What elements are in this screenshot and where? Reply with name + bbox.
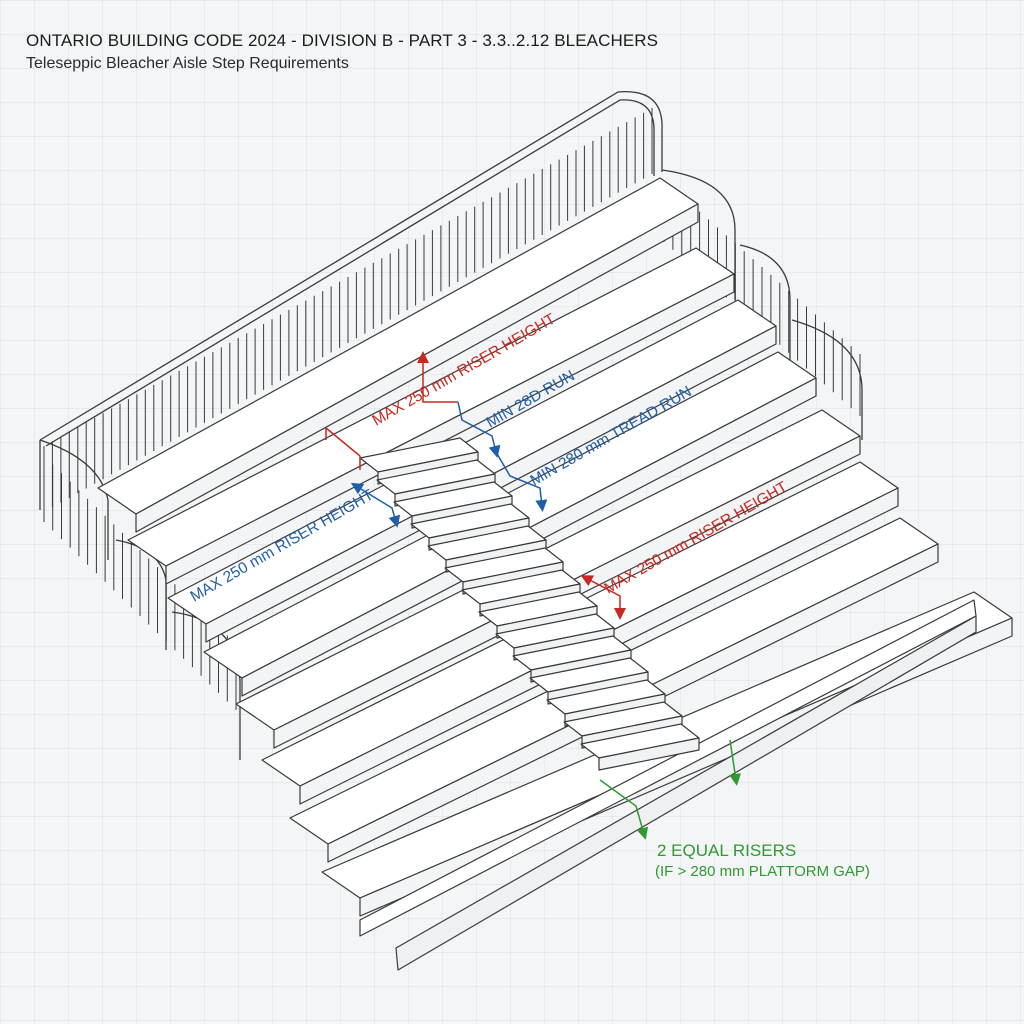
back-rail-top-inner: [45, 99, 655, 447]
riser-arrow-top: [417, 351, 458, 403]
riser-dim-top: [325, 427, 361, 470]
riser-dim-right: [580, 575, 626, 620]
aisle-step-riser: [598, 737, 700, 771]
back-rail-top: [39, 91, 663, 441]
diagram-title: ONTARIO BUILDING CODE 2024 - DIVISION B …: [26, 31, 659, 50]
aisle-steps: [359, 437, 700, 771]
bleacher-riser: [165, 273, 735, 585]
run-dim-upper: [457, 401, 501, 458]
equal-riser-dim-right: [729, 739, 742, 786]
back-guardrail: [39, 91, 663, 512]
bottom-platform-edge: [395, 615, 977, 971]
dimension-lines: [325, 351, 742, 840]
equal-riser-dim: [599, 779, 649, 840]
run-dim-middle: [495, 451, 548, 512]
right-guardrail: [661, 169, 863, 440]
diagram-subtitle: Teleseppic Bleacher Aisle Step Requireme…: [26, 55, 349, 72]
bleacher-riser: [135, 203, 699, 533]
callout-platform-gap: (IF > 280 mm PLATTORM GAP): [655, 863, 870, 880]
riser-dim-left: [350, 482, 401, 528]
callout-equal-risers: 2 EQUAL RISERS: [657, 841, 796, 860]
